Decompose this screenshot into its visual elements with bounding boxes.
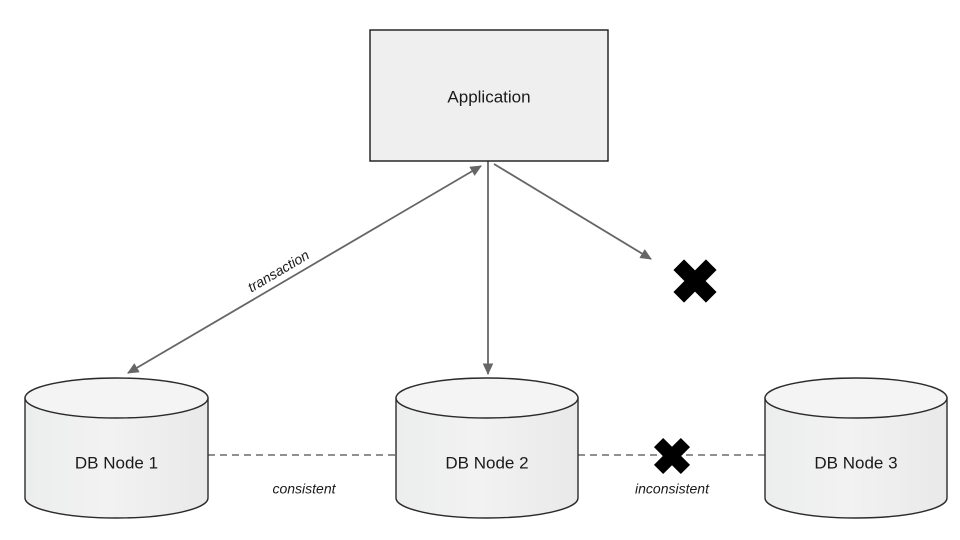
- db-node-2-body[interactable]: [395, 397, 579, 519]
- db-node-3-body[interactable]: [764, 397, 948, 519]
- failure-cross-icon-2: [653, 437, 691, 475]
- edge-app-failed: [493, 163, 652, 260]
- edge-app-failed-line: [493, 163, 652, 260]
- node-application[interactable]: Application: [369, 29, 609, 162]
- failure-cross-icon-1: [673, 259, 717, 303]
- db-node-1-top: [24, 377, 209, 419]
- edge-consistent-label: consistent: [272, 481, 336, 497]
- db-node-3-label: DB Node 3: [814, 453, 897, 472]
- application-box[interactable]: [369, 29, 609, 162]
- edge-transaction-line: [127, 165, 482, 374]
- edge-inconsistent-label: inconsistent: [635, 481, 710, 497]
- db-node-1-body[interactable]: [24, 397, 209, 519]
- node-db-node-1[interactable]: DB Node 1: [24, 377, 209, 519]
- edge-consistent: consistent: [208, 454, 396, 497]
- node-db-node-2[interactable]: DB Node 2: [395, 377, 579, 519]
- db-node-1-label: DB Node 1: [75, 453, 158, 472]
- db-node-3-top: [764, 377, 948, 419]
- cross-glyph: [673, 259, 717, 303]
- edge-inconsistent: inconsistent: [578, 454, 765, 497]
- node-db-node-3[interactable]: DB Node 3: [764, 377, 948, 519]
- cross-glyph: [653, 437, 691, 475]
- db-node-2-top: [395, 377, 579, 419]
- application-label: Application: [447, 87, 530, 106]
- db-node-2-label: DB Node 2: [445, 453, 528, 472]
- edge-transaction: transaction: [127, 165, 482, 374]
